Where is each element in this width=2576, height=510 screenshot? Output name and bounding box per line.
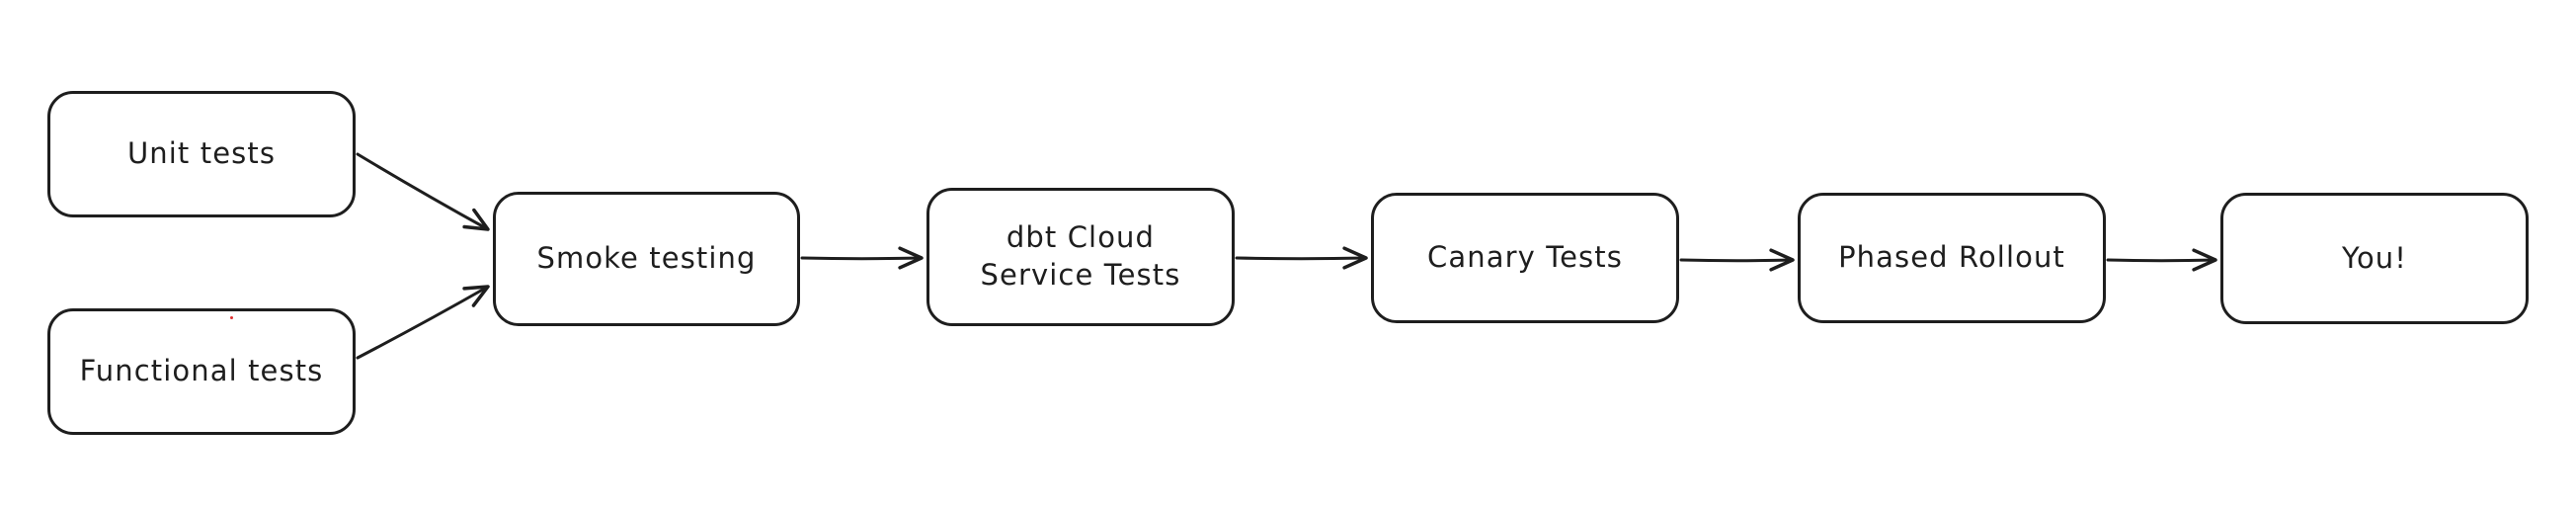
edge-line: [356, 285, 490, 360]
node-canary-tests[interactable]: Canary Tests: [1371, 193, 1679, 323]
node-functional-tests[interactable]: Functional tests: [47, 308, 356, 435]
edge-phased-to-you: [2106, 248, 2217, 272]
node-phased-rollout[interactable]: Phased Rollout: [1798, 193, 2106, 323]
node-label-unit-tests: Unit tests: [126, 136, 277, 171]
node-label-dbt-cloud-service-tests: dbt Cloud Service Tests: [980, 220, 1181, 292]
edge-arrowhead: [462, 208, 490, 231]
edge-canary-to-phased: [1679, 248, 1795, 272]
render-artifact-dot: [230, 316, 233, 319]
node-label-smoke-testing: Smoke testing: [536, 241, 757, 276]
edge-arrowhead: [1342, 246, 1368, 270]
edge-line: [800, 256, 924, 261]
edge-line: [2106, 258, 2217, 263]
node-unit-tests[interactable]: Unit tests: [47, 91, 356, 217]
edge-arrowhead: [898, 246, 924, 270]
edge-line: [356, 152, 490, 231]
node-label-you: You!: [2341, 240, 2407, 275]
edge-arrowhead: [1769, 248, 1795, 272]
node-label-canary-tests: Canary Tests: [1427, 240, 1623, 275]
edge-smoke-to-dbt: [800, 246, 924, 270]
edge-unit-to-smoke: [356, 152, 490, 231]
edge-arrowhead: [462, 285, 490, 307]
edge-line: [1235, 256, 1368, 261]
edge-functional-to-smoke: [356, 285, 490, 360]
edge-arrowhead: [2192, 248, 2217, 272]
edge-line: [1679, 258, 1795, 263]
node-you[interactable]: You!: [2220, 193, 2529, 324]
node-label-functional-tests: Functional tests: [79, 354, 324, 388]
node-smoke-testing[interactable]: Smoke testing: [493, 192, 800, 326]
edge-dbt-to-canary: [1235, 246, 1368, 270]
node-dbt-cloud-service-tests[interactable]: dbt Cloud Service Tests: [926, 188, 1235, 326]
node-label-phased-rollout: Phased Rollout: [1838, 240, 2065, 275]
